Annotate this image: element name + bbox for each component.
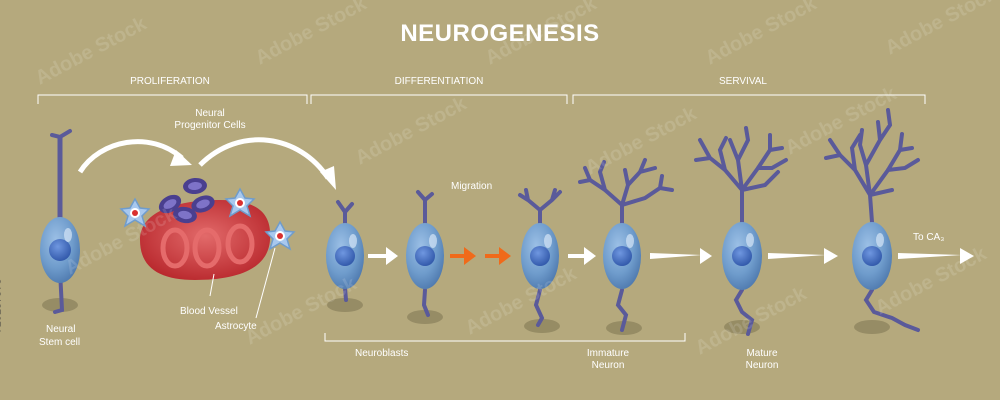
proliferation-bracket [37, 94, 308, 104]
immature-label-line2: Neuron [591, 360, 625, 371]
curved-arrow-2 [198, 137, 336, 190]
mature-neuron-1 [694, 126, 788, 336]
arrow-1 [368, 247, 398, 265]
stock-id: 710187573 [0, 278, 4, 334]
arrow-3 [485, 247, 511, 265]
mature-label-line1: Mature [746, 348, 778, 359]
curved-arrow-1 [77, 139, 192, 174]
astrocyte-label: Astrocyte [215, 321, 257, 332]
neuroblast-2 [406, 190, 444, 317]
blood-vessel-label: Blood Vessel [180, 306, 238, 317]
stem-cell-label-line1: Neural [46, 324, 76, 335]
immature-label-line1: Immature [586, 348, 630, 359]
arrow-4 [568, 247, 596, 265]
astrocyte-cells [119, 187, 296, 251]
progression-arrows [368, 247, 974, 265]
arrow-2 [450, 247, 476, 265]
survival-bracket [572, 94, 926, 104]
neuroblast-1 [326, 200, 364, 302]
mature-label-line2: Neuron [745, 360, 779, 371]
phase-differentiation: DIFFERENTIATION [394, 76, 484, 87]
neuroblast-3 [518, 188, 562, 327]
cell-shadows [42, 298, 890, 335]
neural-progenitor-cells [158, 177, 215, 224]
progenitor-label-line1: Neural [195, 108, 225, 119]
arrow-5 [650, 248, 712, 264]
arrow-6 [768, 248, 838, 264]
arrow-7 [898, 248, 974, 264]
immature-neuron [578, 158, 674, 332]
blood-vessel [140, 200, 271, 280]
phase-proliferation: PROLIFERATION [130, 76, 210, 87]
to-ca3-label: To CA₃ [913, 232, 945, 243]
mature-neuron-2 [824, 108, 920, 332]
migration-label: Migration [451, 181, 493, 192]
stem-cell-label-line2: Stem cell [39, 337, 81, 348]
neuroblasts-label: Neuroblasts [355, 348, 409, 359]
progenitor-label-line2: Progenitor Cells [174, 120, 246, 131]
neural-stem-cell [40, 129, 80, 314]
diagram-title: NEUROGENESIS [400, 20, 600, 47]
neuroblast-bracket [324, 333, 686, 342]
label-pointers [209, 247, 276, 319]
differentiation-bracket [310, 94, 568, 104]
phase-survival: SERVIVAL [719, 76, 767, 87]
migration-arrows [450, 247, 511, 265]
